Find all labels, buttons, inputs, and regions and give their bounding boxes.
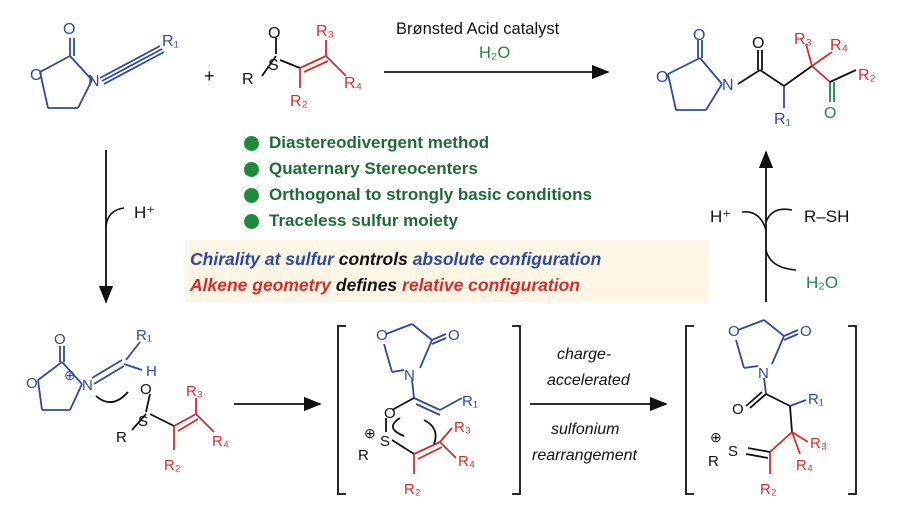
sulfoxide2-o: O bbox=[140, 381, 152, 398]
proton-label-left: H⁺ bbox=[134, 203, 155, 222]
int-r: R bbox=[358, 447, 369, 464]
rr-amide-o: O bbox=[732, 401, 744, 418]
int-ring-o: O bbox=[376, 327, 388, 344]
bullet-dot-icon bbox=[244, 187, 259, 203]
rr-s-charge: ⊕ bbox=[710, 429, 722, 445]
rr-r: R bbox=[708, 453, 719, 470]
ynamide-r1: R₁ bbox=[162, 33, 179, 50]
sulfoxide2-r: R bbox=[116, 429, 127, 446]
feature-item: Orthogonal to strongly basic conditions bbox=[244, 182, 592, 208]
rr-r4: R₄ bbox=[796, 457, 813, 474]
proton-label-right: H⁺ bbox=[710, 207, 731, 226]
water-add-curve bbox=[765, 249, 797, 271]
feature-item: Traceless sulfur moiety bbox=[244, 208, 592, 234]
statement-chirality-object: absolute configuration bbox=[412, 249, 602, 269]
vinyl-sulfoxide-reactant bbox=[261, 38, 347, 88]
ynamide-reactant bbox=[39, 38, 165, 109]
keteniminium-charge: ⊕ bbox=[64, 367, 76, 383]
mechanism-text-2: accelerated bbox=[547, 372, 631, 389]
ynamide-ring-o: O bbox=[30, 67, 42, 84]
key-statements-highlight bbox=[185, 240, 709, 302]
sulfoxide2-r2: R₂ bbox=[164, 457, 181, 474]
plus-sign: + bbox=[204, 66, 215, 86]
int-s-charge: ⊕ bbox=[364, 425, 376, 441]
rearranged-intermediate bbox=[685, 319, 857, 495]
product-carbonyl-o: O bbox=[693, 27, 705, 44]
int-r1: R₁ bbox=[462, 393, 478, 410]
sulfoxide-r4: R₄ bbox=[344, 75, 362, 92]
sulfoxide-s: S bbox=[268, 57, 279, 74]
feature-item: Quaternary Stereocenters bbox=[244, 156, 592, 182]
statement-geometry-verb: defines bbox=[331, 275, 403, 295]
product-r3: R₃ bbox=[794, 31, 812, 48]
keteniminium-h: H bbox=[146, 363, 157, 380]
int-r3: R₃ bbox=[454, 419, 471, 436]
ynamide-carbonyl-o: O bbox=[63, 21, 75, 38]
sulfoxide2-r4: R₄ bbox=[212, 433, 229, 450]
int-r4: R₄ bbox=[458, 453, 475, 470]
bullet-dot-icon bbox=[244, 161, 259, 177]
feature-list: Diastereodivergent method Quaternary Ste… bbox=[244, 130, 592, 234]
rr-carbonyl-o: O bbox=[800, 323, 812, 340]
product-r1: R₁ bbox=[774, 111, 791, 128]
mechanism-text-4: rearrangement bbox=[532, 447, 638, 464]
statement-chirality-subject: Chirality at sulfur bbox=[190, 249, 334, 269]
water-label-right: H₂O bbox=[806, 273, 838, 292]
mechanism-text-3: sulfonium bbox=[551, 421, 619, 438]
int-n: N bbox=[404, 367, 415, 384]
thiol-release-curve bbox=[765, 208, 793, 223]
rr-ring-o: O bbox=[728, 323, 740, 340]
sulfonium-intermediate bbox=[337, 323, 521, 495]
int-r2: R₂ bbox=[404, 481, 421, 498]
statement-geometry: Alkene geometry defines relative configu… bbox=[190, 275, 580, 296]
sulfoxide-r: R bbox=[242, 71, 254, 88]
product-amide-o: O bbox=[752, 35, 764, 52]
sulfoxide-r2: R₂ bbox=[290, 93, 308, 110]
keteniminium-n: N bbox=[82, 377, 93, 394]
statement-chirality-verb: controls bbox=[333, 249, 413, 269]
statement-geometry-subject: Alkene geometry bbox=[190, 275, 332, 295]
rr-r3: R₃ bbox=[810, 435, 827, 452]
keteniminium-o: O bbox=[54, 331, 66, 348]
product-ring-o: O bbox=[656, 69, 668, 86]
mechanism-text-1: charge- bbox=[557, 346, 611, 363]
sulfoxide-o: O bbox=[268, 25, 280, 42]
bullet-dot-icon bbox=[244, 213, 259, 229]
keteniminium-ring-o: O bbox=[26, 375, 38, 392]
feature-item: Diastereodivergent method bbox=[244, 130, 592, 156]
catalyst-label: Brønsted Acid catalyst bbox=[396, 20, 560, 38]
sulfoxide2-s: S bbox=[138, 413, 148, 430]
rr-s: S bbox=[728, 443, 738, 460]
ynamide-n: N bbox=[88, 73, 100, 90]
product-r4: R₄ bbox=[830, 37, 848, 54]
bullet-dot-icon bbox=[244, 135, 259, 151]
rr-r1: R₁ bbox=[808, 391, 824, 408]
product-r2: R₂ bbox=[858, 67, 876, 84]
water-label-top: H₂O bbox=[479, 44, 510, 62]
keteniminium-intermediate bbox=[37, 341, 215, 450]
product-n: N bbox=[722, 77, 734, 94]
statement-geometry-object: relative configuration bbox=[402, 275, 580, 295]
int-enol-o: O bbox=[384, 405, 396, 422]
sulfoxide2-r3: R₃ bbox=[186, 383, 203, 400]
int-carbonyl-o: O bbox=[448, 327, 460, 344]
int-s: S bbox=[380, 433, 390, 450]
proton-curved-arrow bbox=[105, 207, 125, 227]
sulfoxide-r3: R₃ bbox=[316, 23, 334, 40]
rr-n: N bbox=[758, 365, 769, 382]
final-product bbox=[667, 40, 857, 111]
thiol-label: R–SH bbox=[804, 207, 849, 226]
rr-r2: R₂ bbox=[760, 481, 777, 498]
statement-chirality: Chirality at sulfur controls absolute co… bbox=[190, 249, 601, 270]
product-ketone-o: O bbox=[824, 105, 836, 122]
keteniminium-r1: R₁ bbox=[136, 327, 152, 344]
proton-release-curve bbox=[741, 211, 767, 231]
